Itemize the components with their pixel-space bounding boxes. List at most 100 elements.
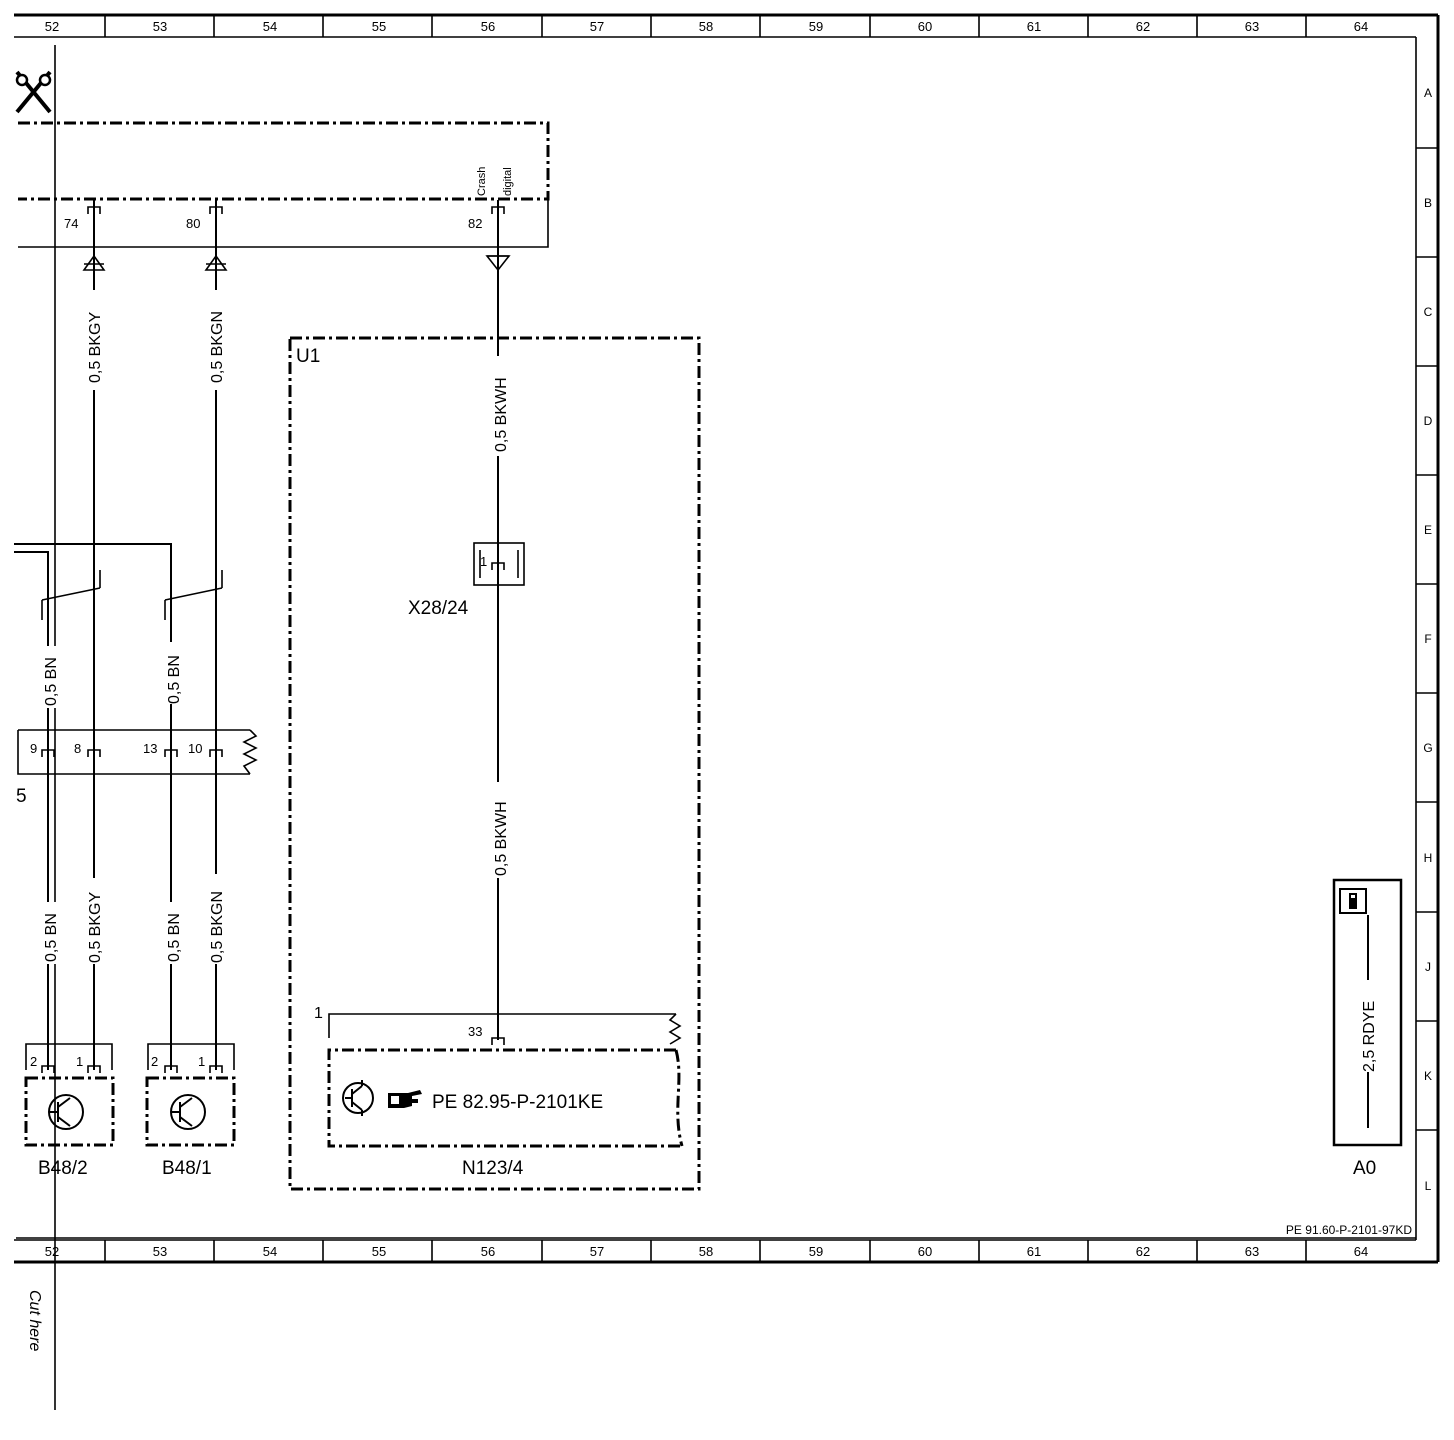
column-ruler-bottom: 52 53 54 55 56 57 58 59 60 61 62 63 64: [45, 1240, 1368, 1262]
wire-label-bkwh-low: 0,5 BKWH: [493, 801, 510, 876]
reference-hand-icon: [388, 1090, 422, 1108]
column-label-bottom: 53: [153, 1244, 167, 1259]
column-label-bottom: 59: [809, 1244, 823, 1259]
column-label-bottom: 64: [1354, 1244, 1368, 1259]
n123-4-module: 1 33 PE 82.95-P-2101KE N123/4: [314, 1005, 684, 1179]
u1-label: U1: [296, 346, 320, 367]
column-label-top: 62: [1136, 19, 1150, 34]
wire-label-bkgy-low: 0,5 BKGY: [87, 892, 104, 963]
wire-bn-right: 0,5 BN 0,5 BN: [163, 545, 183, 1070]
column-label-top: 60: [918, 19, 932, 34]
transistor-icon: [342, 1080, 374, 1116]
row-ruler-right: A B C D E F G H J K L: [1416, 86, 1438, 1193]
column-label-top: 53: [153, 19, 167, 34]
wire-label-bn-right-low: 0,5 BN: [166, 913, 183, 962]
wire-bkgy: 0,5 BKGY 0,5 BKGY: [82, 200, 106, 1070]
mid-connector-side-label: 5: [16, 786, 27, 807]
svg-text:2: 2: [30, 1054, 37, 1069]
transistor-icon: [48, 1094, 84, 1130]
wire-bn-left: 0,5 BN 0,5 BN: [40, 552, 60, 1070]
column-label-top: 63: [1245, 19, 1259, 34]
pin-8: 8: [74, 741, 101, 757]
transistor-icon: [170, 1094, 206, 1130]
row-label: H: [1424, 851, 1433, 865]
signal-label-crash: Crash: [476, 167, 488, 196]
top-control-unit: Crash digital: [18, 121, 550, 248]
document-reference: PE 91.60-P-2101-97KD: [1286, 1223, 1412, 1237]
svg-text:9: 9: [30, 741, 37, 756]
wire-label-bn-left-low: 0,5 BN: [43, 913, 60, 962]
x28-label: X28/24: [408, 598, 469, 619]
u1-block: U1: [288, 336, 701, 1191]
n123-label: N123/4: [462, 1158, 524, 1179]
column-label-bottom: 56: [481, 1244, 495, 1259]
row-label: G: [1423, 741, 1432, 755]
a0-label: A0: [1353, 1158, 1376, 1179]
column-label-top: 58: [699, 19, 713, 34]
column-label-top: 52: [45, 19, 59, 34]
n123-pin-group: 1: [314, 1005, 323, 1022]
column-label-top: 54: [263, 19, 277, 34]
svg-text:1: 1: [198, 1054, 205, 1069]
svg-text:10: 10: [188, 741, 202, 756]
signal-label-digital: digital: [502, 167, 514, 196]
svg-text:1: 1: [76, 1054, 83, 1069]
b48-1-sensor: 2 1 B48/1: [145, 1043, 236, 1179]
column-label-bottom: 57: [590, 1244, 604, 1259]
column-label-bottom: 62: [1136, 1244, 1150, 1259]
n123-pin: 33: [468, 1024, 482, 1039]
column-label-top: 56: [481, 19, 495, 34]
column-label-bottom: 61: [1027, 1244, 1041, 1259]
column-label-top: 61: [1027, 19, 1041, 34]
column-label-bottom: 58: [699, 1244, 713, 1259]
column-label-top: 57: [590, 19, 604, 34]
n123-reference: PE 82.95-P-2101KE: [432, 1092, 603, 1113]
column-label-top: 59: [809, 19, 823, 34]
x28-pin: 1: [480, 554, 487, 569]
wire-label-bn-left-mid: 0,5 BN: [43, 657, 60, 706]
cut-here-label: Cut here: [26, 1290, 43, 1351]
wire-bkgn: 0,5 BKGN 0,5 BKGN: [204, 200, 228, 1070]
svg-text:82: 82: [468, 216, 482, 231]
svg-text:8: 8: [74, 741, 81, 756]
column-label-bottom: 52: [45, 1244, 59, 1259]
svg-text:2: 2: [151, 1054, 158, 1069]
row-label: J: [1425, 960, 1431, 974]
column-label-top: 64: [1354, 19, 1368, 34]
wire-label-bn-right-mid: 0,5 BN: [166, 655, 183, 704]
pin-13: 13: [143, 741, 178, 757]
column-label-top: 55: [372, 19, 386, 34]
column-label-bottom: 54: [263, 1244, 277, 1259]
cut-line: Cut here: [15, 45, 56, 1410]
column-label-bottom: 55: [372, 1244, 386, 1259]
scissors-icon: [15, 70, 52, 114]
b48-2-sensor: 2 1 B48/2: [24, 1043, 115, 1179]
row-label: B: [1424, 196, 1432, 210]
row-label: C: [1424, 305, 1433, 319]
wire-label-bkgn-low: 0,5 BKGN: [209, 891, 226, 963]
wire-label-rdye: 2,5 RDYE: [1361, 1001, 1378, 1072]
pin-10: 10: [188, 741, 223, 757]
wire-label-bkgn-top: 0,5 BKGN: [209, 311, 226, 383]
wire-label-bkwh-top: 0,5 BKWH: [493, 377, 510, 452]
mid-connector: 5: [16, 729, 258, 807]
svg-text:13: 13: [143, 741, 157, 756]
wire-bkwh: 0,5 BKWH 0,5 BKWH: [485, 200, 511, 1040]
b48-1-label: B48/1: [162, 1158, 212, 1179]
row-label: F: [1424, 632, 1431, 646]
x28-24-connector: 1 X28/24: [408, 542, 525, 619]
shield-wiring: [14, 543, 223, 620]
a0-component: 2,5 RDYE A0: [1332, 878, 1403, 1179]
column-ruler-top: 52 53 54 55 56 57 58 59 60 61 62 63 64: [45, 15, 1368, 37]
pin-9: 9: [30, 741, 55, 757]
b48-2-label: B48/2: [38, 1158, 88, 1179]
row-label: K: [1424, 1069, 1432, 1083]
column-label-bottom: 63: [1245, 1244, 1259, 1259]
svg-text:74: 74: [64, 216, 78, 231]
row-label: A: [1424, 86, 1432, 100]
wire-label-bkgy-top: 0,5 BKGY: [87, 312, 104, 383]
column-label-bottom: 60: [918, 1244, 932, 1259]
row-label: L: [1425, 1179, 1432, 1193]
row-label: E: [1424, 523, 1432, 537]
